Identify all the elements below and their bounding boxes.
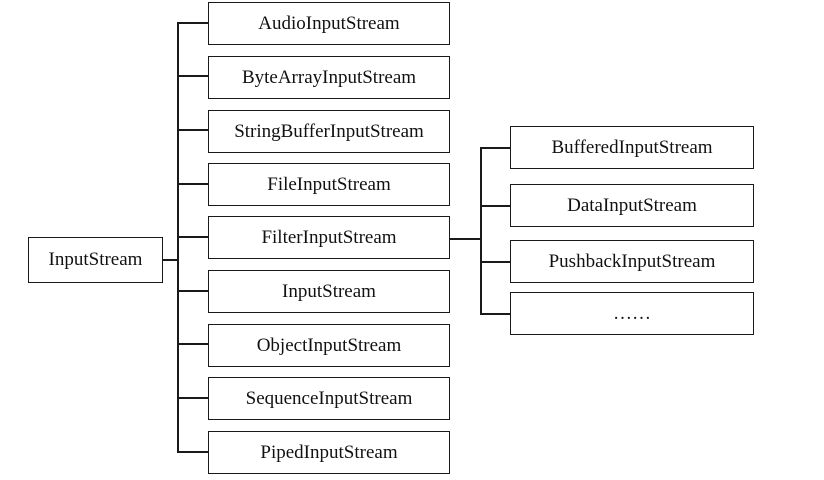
subclass-node: ObjectInputStream <box>208 324 450 367</box>
branch-connector <box>177 236 208 238</box>
subclass-label: InputStream <box>282 280 376 302</box>
subclass-node-filterinputstream: FilterInputStream <box>208 216 450 259</box>
filter-subclass-label: DataInputStream <box>567 194 697 216</box>
subclass-node: PipedInputStream <box>208 431 450 474</box>
subclass-label: AudioInputStream <box>258 12 400 34</box>
subclass-label: ObjectInputStream <box>256 334 402 356</box>
branch-connector <box>480 147 510 149</box>
branch-connector <box>480 313 510 315</box>
level2-trunk <box>480 147 482 315</box>
filter-subclass-label: …… <box>613 302 651 324</box>
filter-subclass-label: PushbackInputStream <box>548 250 716 272</box>
subclass-label: FileInputStream <box>267 173 391 195</box>
filter-subclass-node: PushbackInputStream <box>510 240 754 283</box>
root-node-inputstream: InputStream <box>28 237 163 283</box>
branch-connector <box>177 183 208 185</box>
branch-connector <box>480 261 510 263</box>
branch-connector <box>480 205 510 207</box>
root-connector <box>163 259 178 261</box>
branch-connector <box>177 397 208 399</box>
branch-connector <box>177 75 208 77</box>
filter-connector <box>450 238 482 240</box>
root-node-label: InputStream <box>48 249 143 270</box>
branch-connector <box>177 451 208 453</box>
subclass-node: FileInputStream <box>208 163 450 206</box>
branch-connector <box>177 129 208 131</box>
subclass-node: ByteArrayInputStream <box>208 56 450 99</box>
subclass-label: PipedInputStream <box>260 441 398 463</box>
subclass-label: FilterInputStream <box>261 226 397 248</box>
subclass-label: SequenceInputStream <box>245 387 413 409</box>
subclass-label: StringBufferInputStream <box>234 120 424 142</box>
filter-subclass-label: BufferedInputStream <box>551 136 713 158</box>
subclass-label: ByteArrayInputStream <box>241 66 417 88</box>
filter-subclass-node: BufferedInputStream <box>510 126 754 169</box>
subclass-node: InputStream <box>208 270 450 313</box>
subclass-node: SequenceInputStream <box>208 377 450 420</box>
subclass-node: StringBufferInputStream <box>208 110 450 153</box>
filter-subclass-node: DataInputStream <box>510 184 754 227</box>
filter-subclass-node-ellipsis: …… <box>510 292 754 335</box>
branch-connector <box>177 22 208 24</box>
subclass-node: AudioInputStream <box>208 2 450 45</box>
branch-connector <box>177 290 208 292</box>
branch-connector <box>177 343 208 345</box>
